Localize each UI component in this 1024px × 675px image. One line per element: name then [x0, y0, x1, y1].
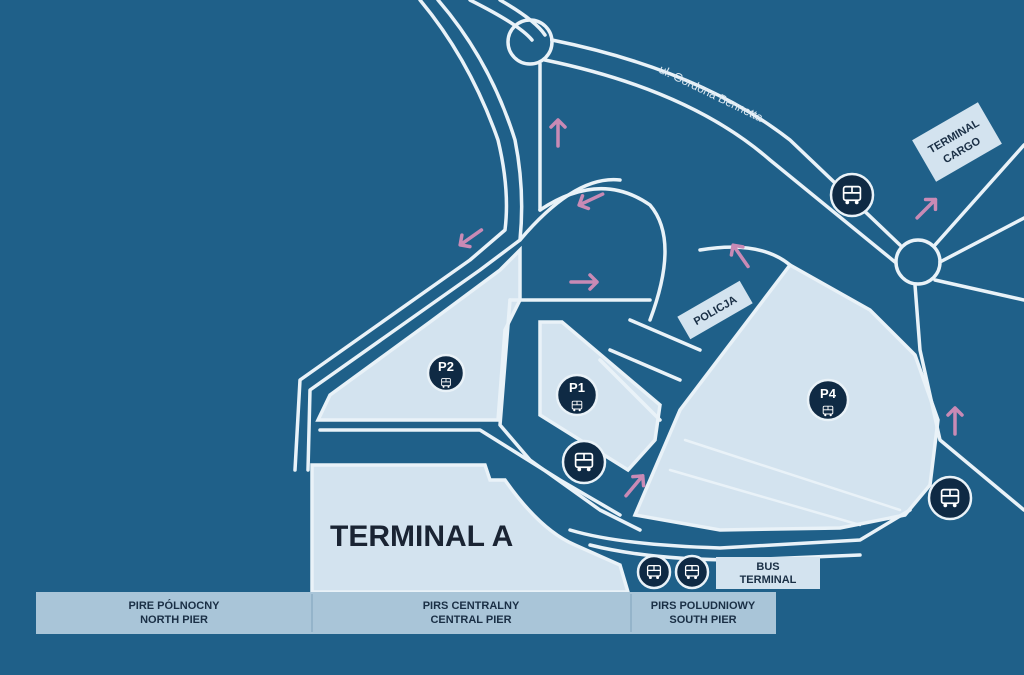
bus-terminal-line1: BUS — [756, 561, 779, 573]
terminal-a-label: TERMINAL A — [330, 520, 513, 553]
parking-label-p1: P1 — [569, 380, 585, 395]
direction-arrows — [458, 118, 964, 498]
arrow-icon — [946, 406, 964, 436]
bus-stop-top[interactable] — [829, 172, 875, 218]
parking-label-p2: P2 — [438, 359, 454, 374]
terminal-a-building[interactable]: TERMINAL A — [310, 463, 631, 594]
north-pier[interactable]: PIRE PÓLNOCNY NORTH PIER — [128, 599, 220, 626]
parking-label-p4: P4 — [820, 386, 837, 401]
central-pier[interactable]: PIRS CENTRALNY CENTRAL PIER — [423, 600, 520, 626]
north-pier-label-en: NORTH PIER — [140, 614, 208, 626]
parking-lot-p4[interactable] — [632, 262, 940, 532]
south-pier-label-en: SOUTH PIER — [669, 614, 736, 626]
bus-stop-terminal-1[interactable] — [636, 554, 672, 590]
north-pier-label-pl: PIRE PÓLNOCNY — [128, 599, 220, 612]
south-pier[interactable]: PIRS POLUDNIOWY SOUTH PIER — [651, 600, 756, 626]
south-pier-label-pl: PIRS POLUDNIOWY — [651, 600, 756, 612]
parking-lot-p1[interactable] — [538, 320, 662, 473]
central-pier-label-en: CENTRAL PIER — [430, 614, 511, 626]
street-name: ul. Gordona Bennetta — [657, 62, 766, 125]
arrow-icon — [624, 474, 646, 498]
central-pier-label-pl: PIRS CENTRALNY — [423, 600, 520, 612]
road-network — [293, 0, 1024, 562]
bus-stop-terminal-2[interactable] — [674, 554, 710, 590]
arrow-icon — [569, 273, 599, 291]
bus-stop-east[interactable] — [927, 475, 973, 521]
parking-badge-p2[interactable]: P2 — [426, 353, 466, 393]
parking-badge-p4[interactable]: P4 — [806, 378, 850, 422]
bus-terminal-line2: TERMINAL — [740, 574, 797, 586]
pier-bar — [36, 592, 776, 634]
cargo-terminal-sign[interactable]: TERMINAL CARGO — [912, 102, 1002, 182]
arrow-icon — [915, 197, 938, 220]
parking-badge-p1[interactable]: P1 — [555, 373, 599, 417]
arrow-icon — [577, 192, 605, 211]
arrow-icon — [458, 228, 484, 249]
arrow-icon — [549, 118, 567, 148]
bus-stop-p1[interactable] — [561, 439, 607, 485]
bus-terminal-sign[interactable]: BUS TERMINAL — [716, 557, 820, 589]
arrow-icon — [729, 243, 750, 269]
parking-lot-p2[interactable] — [315, 245, 522, 422]
